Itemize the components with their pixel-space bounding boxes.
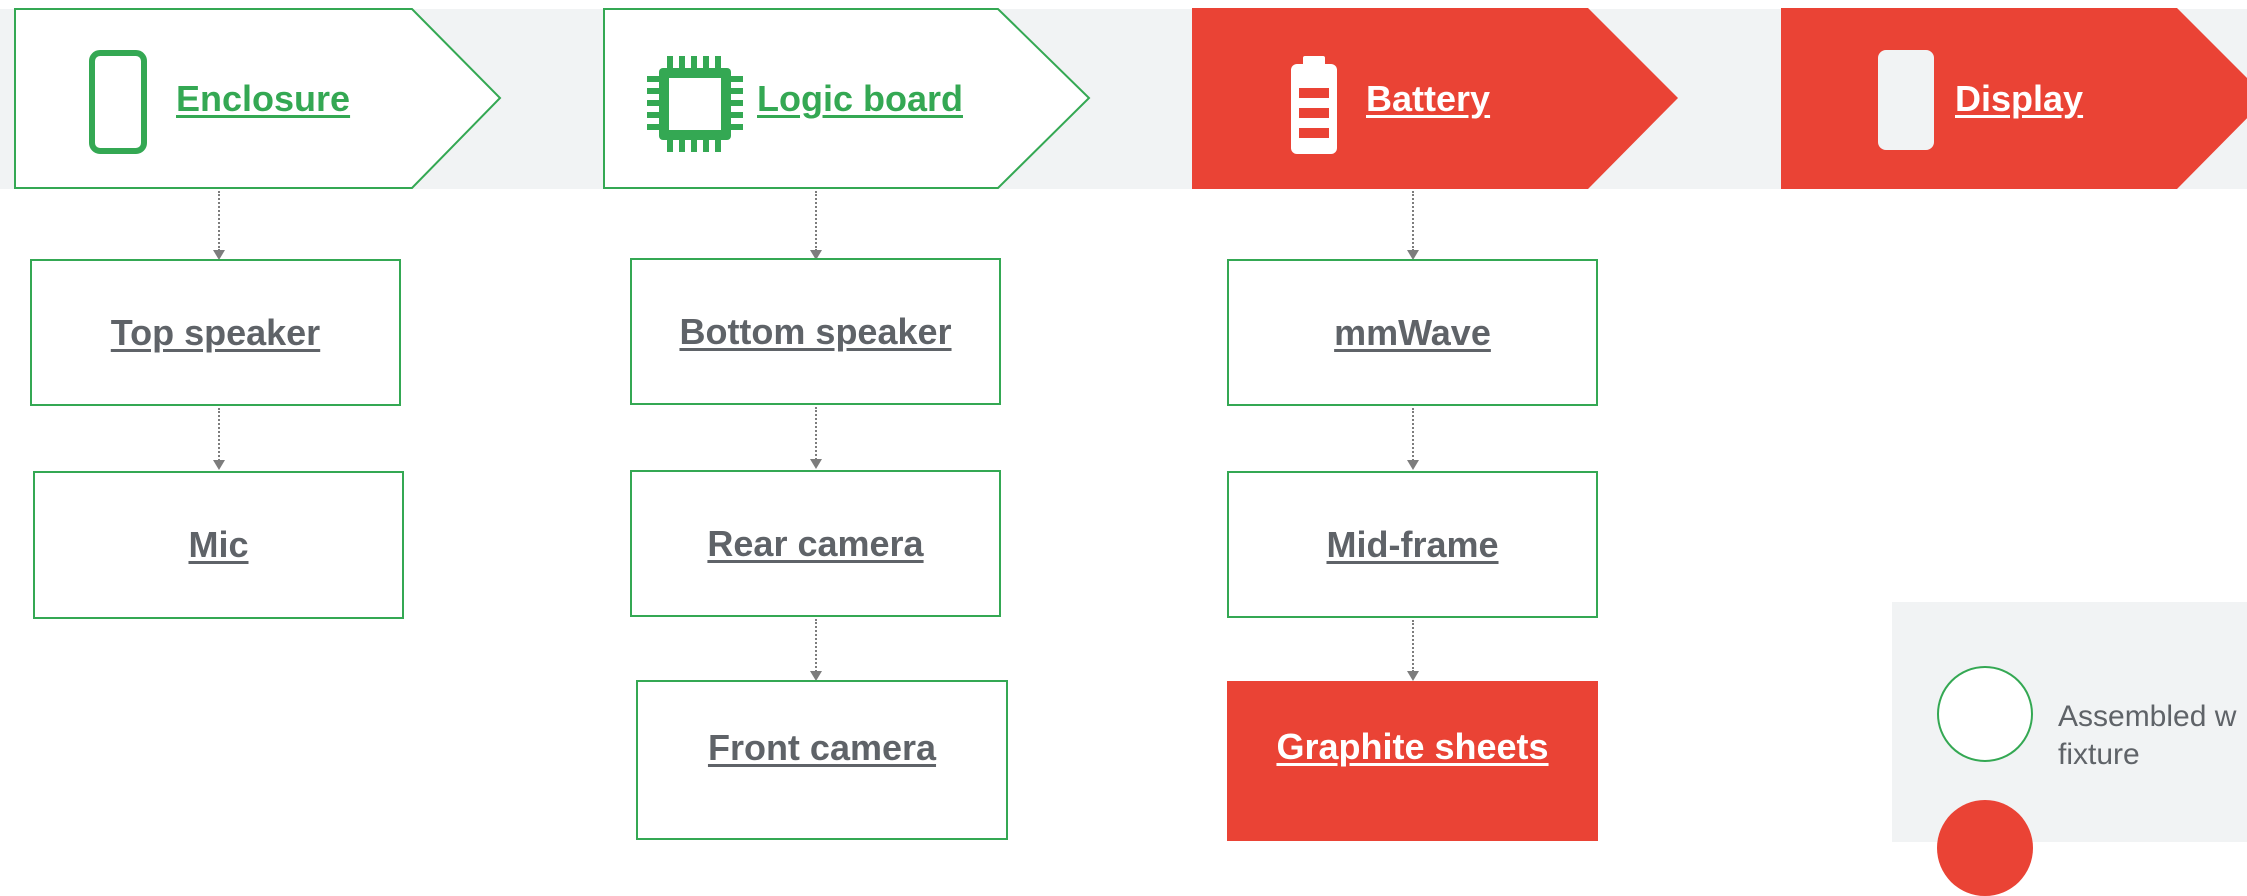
connector-arrow: [1407, 191, 1419, 260]
node-front-camera[interactable]: Front camera: [636, 680, 1008, 840]
legend-swatch-green: [1937, 666, 2033, 762]
connector-arrow: [810, 619, 822, 681]
legend: Assembled w fixture: [1892, 602, 2247, 896]
node-label[interactable]: Mic: [188, 524, 249, 565]
node-mic[interactable]: Mic: [33, 471, 404, 619]
node-top-speaker[interactable]: Top speaker: [30, 259, 401, 406]
connector-arrow: [213, 408, 225, 470]
legend-text-assembled: Assembled w fixture: [2058, 700, 2237, 771]
chip-icon: [647, 56, 743, 152]
chevron-shape: [603, 8, 1091, 189]
step-label-enclosure[interactable]: Enclosure: [176, 78, 351, 119]
step-label-battery[interactable]: Battery: [1366, 78, 1491, 119]
phone-screen-icon: [1878, 50, 1934, 150]
step-label-logic-board[interactable]: Logic board: [757, 78, 963, 119]
node-mmwave[interactable]: mmWave: [1227, 259, 1598, 406]
step-enclosure[interactable]: Enclosure: [14, 8, 502, 189]
connector-arrow: [1407, 620, 1419, 681]
connector-arrow: [810, 407, 822, 469]
node-bottom-speaker[interactable]: Bottom speaker: [630, 258, 1001, 405]
connector-arrow: [1407, 408, 1419, 470]
step-label-display[interactable]: Display: [1955, 78, 2084, 119]
step-display[interactable]: Display: [1781, 8, 2247, 189]
node-label[interactable]: Graphite sheets: [1276, 726, 1549, 767]
step-battery[interactable]: Battery: [1192, 8, 1680, 189]
node-label[interactable]: Top speaker: [110, 311, 321, 353]
node-label[interactable]: Bottom speaker: [679, 310, 952, 352]
node-label[interactable]: Rear camera: [707, 522, 924, 564]
node-label[interactable]: Mid-frame: [1326, 523, 1499, 565]
node-label[interactable]: mmWave: [1334, 311, 1491, 353]
node-label[interactable]: Front camera: [707, 727, 937, 768]
node-graphite-sheets[interactable]: Graphite sheets: [1227, 681, 1598, 841]
battery-icon: [1291, 56, 1337, 154]
node-rear-camera[interactable]: Rear camera: [630, 470, 1001, 617]
connector-arrow: [810, 191, 822, 260]
phone-outline-icon: [89, 50, 147, 154]
step-logic-board[interactable]: Logic board: [603, 8, 1091, 189]
legend-swatch-red: [1937, 800, 2033, 896]
connector-arrow: [213, 191, 225, 260]
node-mid-frame[interactable]: Mid-frame: [1227, 471, 1598, 618]
